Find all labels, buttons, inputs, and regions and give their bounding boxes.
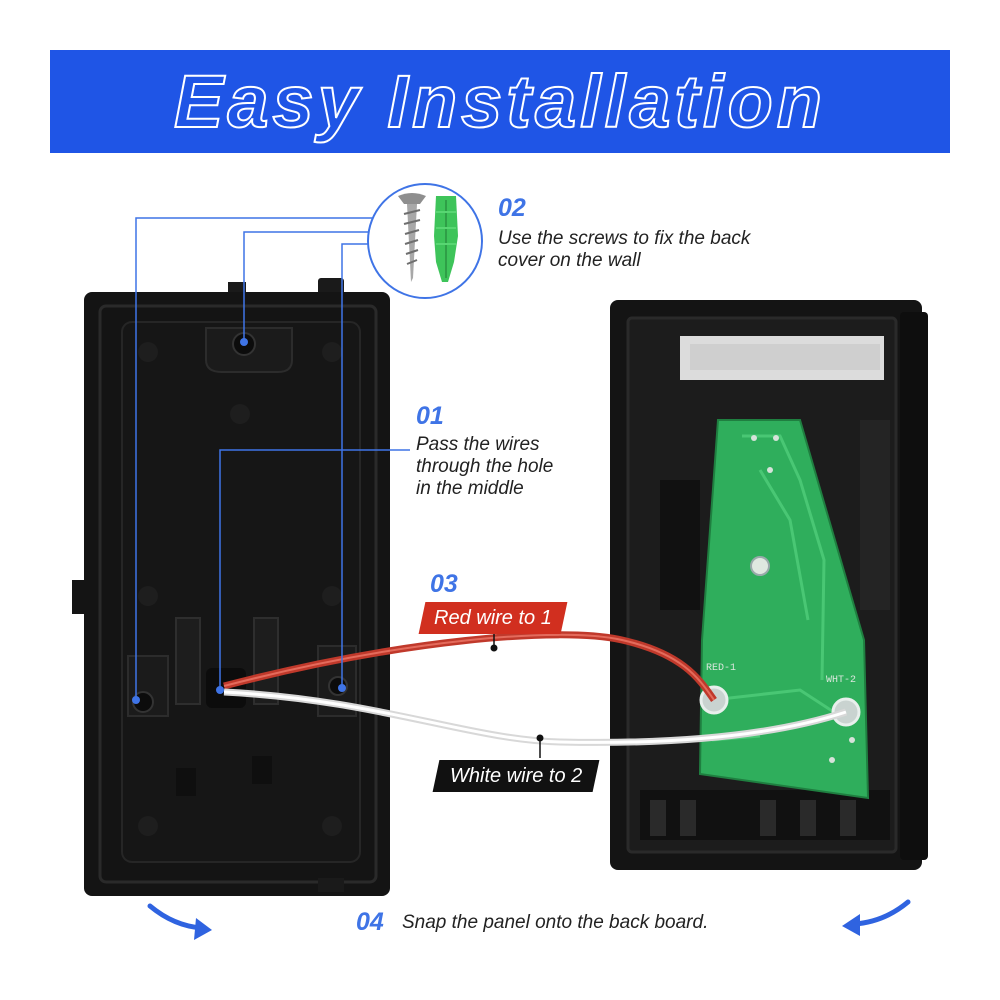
red-wire-label: Red wire to 1: [434, 607, 552, 629]
terminal-2-label: WHT-2: [826, 675, 856, 686]
back-cover: [72, 278, 390, 896]
step-02-text: Use the screws to fix the back cover on …: [498, 228, 818, 272]
step-01-number: 01: [416, 402, 444, 430]
white-wire-label: White wire to 2: [449, 765, 583, 787]
step-01-line-2: through the hole: [416, 456, 554, 477]
wire-hole-point: [216, 686, 224, 694]
step-02-line-2: cover on the wall: [498, 250, 641, 271]
step-02-number: 02: [498, 194, 526, 222]
hardware-inset: [367, 183, 483, 299]
step-01-line-3: in the middle: [416, 478, 524, 499]
step-02-line-1: Use the screws to fix the back: [498, 228, 751, 249]
white-wire-tag: White wire to 2: [432, 760, 600, 792]
curved-arrow-right-icon: [147, 903, 212, 940]
step-04-text: Snap the panel onto the back board.: [402, 912, 709, 933]
terminal-1-label: RED-1: [706, 663, 736, 674]
wall-plug-icon: [434, 196, 458, 282]
screw-icon: [398, 193, 426, 282]
wires: [223, 631, 848, 758]
curved-arrow-left-icon: [842, 899, 911, 936]
page-title: Easy Installation: [173, 59, 826, 144]
step-01-line-1: Pass the wires: [416, 434, 540, 455]
title-banner: Easy Installation: [50, 50, 950, 153]
mount-point-top: [240, 338, 248, 346]
step-03-number: 03: [430, 570, 458, 598]
step-01-text: Pass the wires through the hole in the m…: [416, 434, 616, 500]
red-wire-tag: Red wire to 1: [418, 602, 568, 634]
mount-point-left: [132, 696, 140, 704]
step-04-number: 04: [356, 908, 384, 936]
callout-lines: [135, 217, 410, 700]
mount-point-right: [338, 684, 346, 692]
